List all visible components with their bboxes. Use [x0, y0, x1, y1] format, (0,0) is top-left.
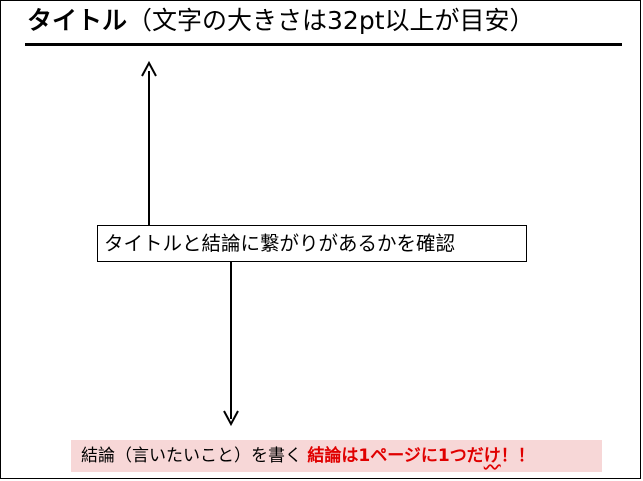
conclusion-bar: 結論（言いたいこと）を書く 結論は1ページに1つだけ！！ [71, 440, 602, 472]
title-main: タイトル [27, 6, 128, 35]
arrow-down-head [223, 410, 239, 427]
slide-title: タイトル（文字の大きさは32pt以上が目安） [27, 3, 535, 39]
conclusion-label: 結論（言いたいこと）を書く [81, 446, 308, 466]
conclusion-emphasis-a: 結論は1ページに1つだ [307, 446, 484, 466]
conclusion-emphasis-c: ！！ [500, 446, 535, 466]
callout-box: タイトルと結論に繋がりがあるかを確認 [97, 225, 527, 262]
conclusion-emphasis-b: け [483, 446, 501, 466]
title-note: （文字の大きさは32pt以上が目安） [127, 6, 535, 35]
title-underline [25, 43, 622, 46]
arrow-up-head [141, 60, 157, 77]
